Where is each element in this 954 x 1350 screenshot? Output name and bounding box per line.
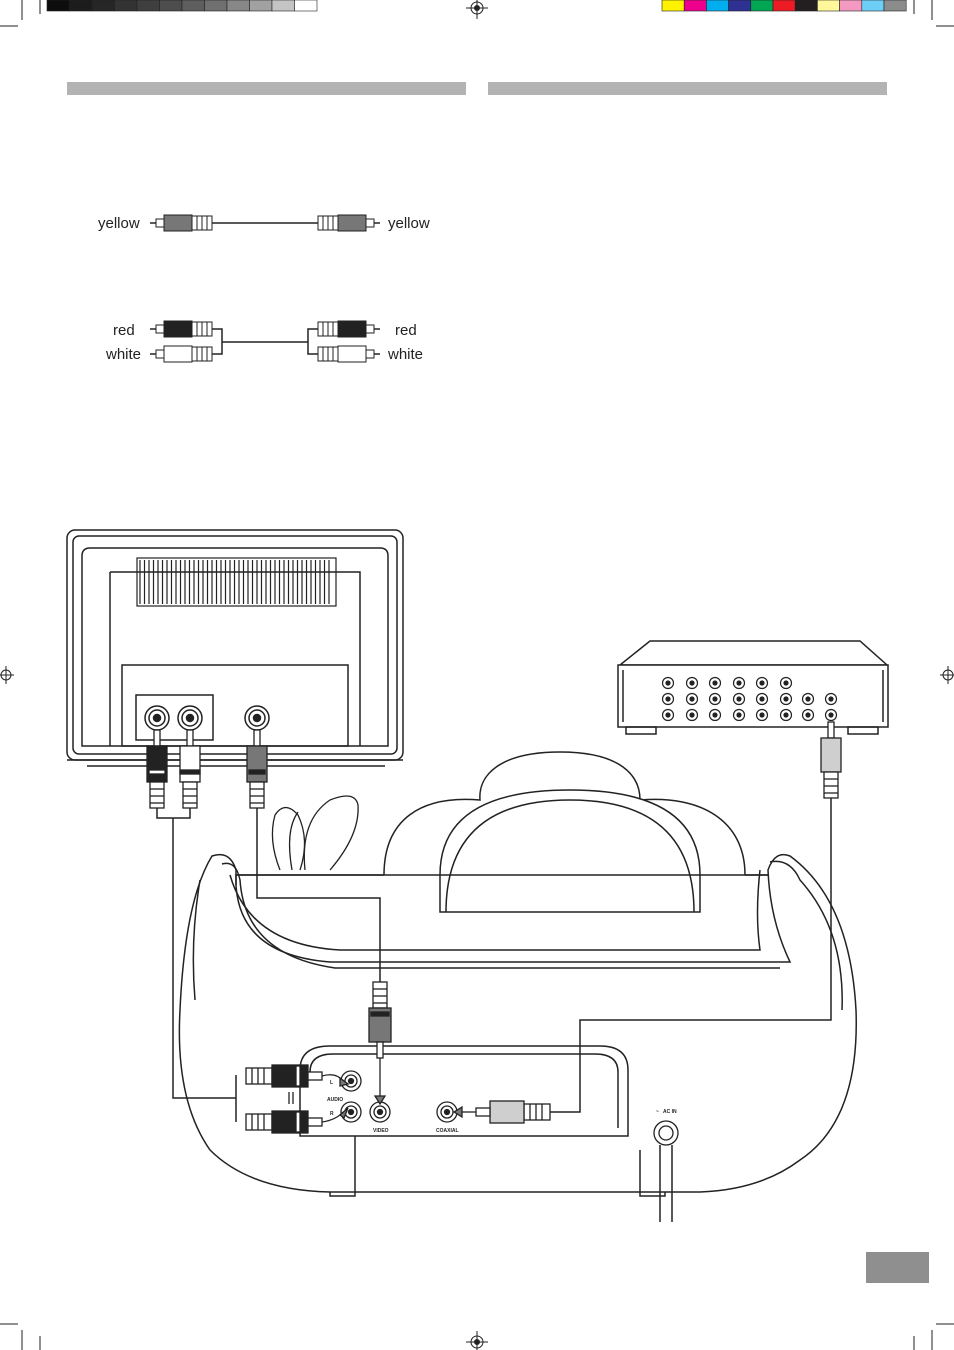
gray-swatch [205, 0, 228, 11]
color-swatch [862, 0, 884, 11]
player-audio-label: AUDIO [327, 1097, 343, 1103]
color-swatch [706, 0, 728, 11]
tv-audio-jack-l [145, 706, 169, 730]
color-bar [662, 0, 906, 11]
color-swatch [795, 0, 817, 11]
amplifier-unit [618, 641, 888, 734]
player-l-label: L [330, 1080, 333, 1086]
crosshair-icon [0, 666, 14, 684]
amplifier-jack-pin [666, 713, 670, 717]
audio-plug-left-white [150, 346, 212, 362]
amplifier-jack-pin [713, 681, 717, 685]
amplifier-jack-pin [666, 697, 670, 701]
video-plug-left [150, 215, 212, 231]
video-plug-right [318, 215, 380, 231]
amplifier-jack-pin [737, 681, 741, 685]
gray-swatch [115, 0, 138, 11]
audio-right-red-label: red [395, 322, 417, 339]
color-swatch [751, 0, 773, 11]
color-swatch [662, 0, 684, 11]
audio-plug-left-red [150, 321, 212, 337]
gray-swatch [295, 0, 318, 11]
video-right-label: yellow [388, 215, 430, 232]
player-ac-in-socket [654, 1121, 678, 1145]
video-left-label: yellow [98, 215, 140, 232]
amplifier-jack-pin [737, 697, 741, 701]
color-swatch [773, 0, 795, 11]
crosshair-icon [466, 1331, 488, 1350]
audio-right-white-label: white [387, 346, 423, 363]
player-r-label: R [330, 1111, 334, 1117]
player-ac-in-label: AC IN [663, 1109, 677, 1115]
audio-plug-right-white [318, 346, 380, 362]
crosshair-icon [466, 0, 488, 19]
amplifier-jack-pin [806, 697, 810, 701]
tv-rear [67, 530, 403, 766]
amplifier-jack-pin [784, 697, 788, 701]
color-swatch [817, 0, 839, 11]
gray-swatch [137, 0, 160, 11]
amplifier-jack-pin [829, 713, 833, 717]
amplifier-jack-pin [760, 713, 764, 717]
tv-audio-jack-r [178, 706, 202, 730]
amplifier-jack-pin [666, 681, 670, 685]
gray-swatch [182, 0, 205, 11]
color-swatch [684, 0, 706, 11]
audio-left-red-label: red [113, 322, 135, 339]
tv-video-jack [245, 706, 269, 730]
gray-swatch [47, 0, 70, 11]
color-swatch [884, 0, 906, 11]
amplifier-coaxial-plug [821, 722, 841, 798]
gray-swatch [160, 0, 183, 11]
player-video-label: VIDEO [373, 1128, 389, 1134]
amplifier-jack-pin [829, 697, 833, 701]
right-header-bar [488, 82, 887, 95]
amplifier-jack-pin [784, 713, 788, 717]
gray-swatch [227, 0, 250, 11]
gray-swatch [70, 0, 93, 11]
video-cable-legend: yellow yellow [98, 215, 430, 232]
amplifier-jack-pin [806, 713, 810, 717]
color-swatch [729, 0, 751, 11]
gray-swatch [250, 0, 273, 11]
amplifier-jack-pin [713, 697, 717, 701]
audio-plug-right-red [318, 321, 380, 337]
amplifier-jack-pin [760, 697, 764, 701]
amplifier-jack-pin [784, 681, 788, 685]
gray-swatch [272, 0, 295, 11]
headphones [272, 796, 358, 870]
amplifier-jack-pin [690, 697, 694, 701]
amplifier-jack-pin [737, 713, 741, 717]
audio-left-white-label: white [105, 346, 141, 363]
gray-color-bar [47, 0, 317, 11]
color-swatch [840, 0, 862, 11]
amplifier-jack-pin [690, 713, 694, 717]
player-coaxial-label: COAXIAL [436, 1128, 459, 1134]
audio-cable-legend: red white red white [105, 321, 423, 363]
amplifier-jack-pin [760, 681, 764, 685]
page-number-tab [866, 1252, 929, 1283]
gray-swatch [92, 0, 115, 11]
left-header-bar [67, 82, 466, 95]
crosshair-icon [940, 666, 954, 684]
amplifier-jack-pin [690, 681, 694, 685]
ac-wave-icon: ~ [656, 1109, 659, 1115]
amplifier-jack-pin [713, 713, 717, 717]
